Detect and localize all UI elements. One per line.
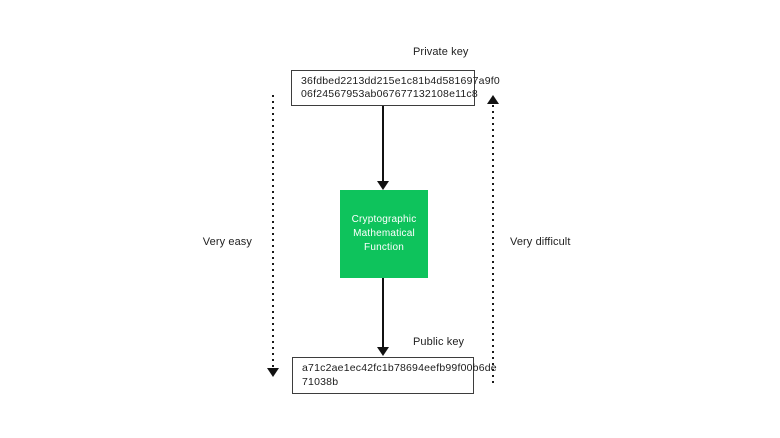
function-box-line3: Function	[364, 242, 404, 253]
public-key-value-line1: a71c2ae1ec42fc1b78694eefb99f00b6de	[302, 362, 497, 374]
public-key-label: Public key	[413, 336, 465, 348]
very-easy-label: Very easy	[202, 236, 252, 248]
arrow-up-icon	[487, 95, 499, 104]
arrow-line	[382, 278, 384, 348]
public-key-value-line2: 71038b	[302, 375, 339, 388]
public-key-box: a71c2ae1ec42fc1b78694eefb99f00b6de 71038…	[292, 357, 497, 394]
private-key-label: Private key	[413, 46, 469, 58]
arrow-line	[382, 106, 384, 182]
function-box-line1: Cryptographic	[351, 214, 417, 225]
arrow-down-icon	[377, 181, 389, 190]
arrow-down-icon	[267, 368, 279, 377]
private-key-value-line2: 06f24567953ab067677132108e11c8	[301, 88, 478, 100]
function-box-line2: Mathematical	[353, 228, 415, 239]
dotted-line	[492, 105, 494, 383]
arrow-down-icon	[377, 347, 389, 356]
cryptographic-function-box: Cryptographic Mathematical Function	[340, 190, 428, 278]
very-difficult-label: Very difficult	[510, 236, 571, 248]
private-key-box: 36fdbed2213dd215e1c81b4d581697a9f0 06f24…	[291, 70, 500, 106]
private-key-value-line1: 36fdbed2213dd215e1c81b4d581697a9f0	[301, 74, 500, 87]
dotted-line	[272, 95, 274, 367]
